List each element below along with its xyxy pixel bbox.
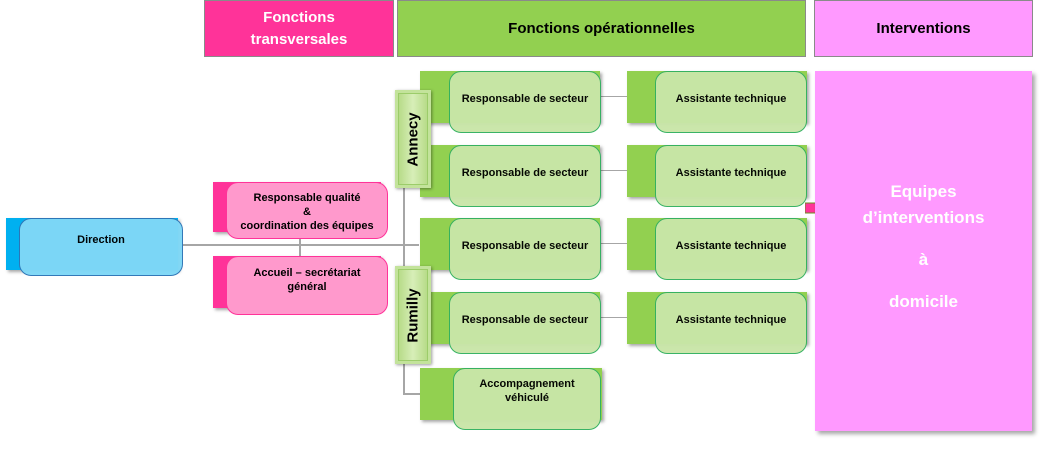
sector-manager-box-4[interactable]: Responsable de secteur — [449, 292, 601, 354]
vehicle-escort-box[interactable]: Accompagnement véhiculé — [453, 368, 601, 430]
vehicle-escort-text: Accompagnement véhiculé — [479, 377, 574, 429]
header-interventions-label: Interventions — [876, 19, 971, 37]
quality-coordination-box[interactable]: Responsable qualité & coordination des é… — [226, 182, 388, 239]
quality-line-1: Responsable qualité — [253, 192, 361, 204]
transport-line-1: Accompagnement — [479, 378, 575, 390]
connector-row-2 — [600, 170, 630, 171]
sector-manager-box-3[interactable]: Responsable de secteur — [449, 218, 601, 280]
quality-line-2: & — [303, 206, 311, 218]
reception-line-1: Accueil – secrétariat — [253, 267, 361, 279]
sector-manager-label: Responsable de secteur — [461, 314, 589, 326]
technical-assistant-box-1[interactable]: Assistante technique — [655, 71, 807, 133]
direction-box[interactable]: Direction — [19, 218, 183, 276]
technical-assistant-box-3[interactable]: Assistante technique — [655, 218, 807, 280]
technical-assistant-label: Assistante technique — [675, 167, 787, 179]
sector-manager-label: Responsable de secteur — [461, 240, 589, 252]
quality-line-3: coordination des équipes — [240, 220, 374, 232]
transport-line-2: véhiculé — [504, 392, 549, 404]
connector-direction-main — [183, 244, 419, 246]
reception-line-2: général — [287, 281, 327, 293]
connector-row-1 — [600, 96, 630, 97]
direction-label: Direction — [77, 234, 125, 246]
connector-row-4 — [600, 317, 630, 318]
interventions-line-3: à — [918, 250, 929, 269]
quality-coordination-text: Responsable qualité & coordination des é… — [240, 191, 373, 238]
header-transversal-functions: Fonctions transversales — [204, 0, 394, 57]
connector-transport — [403, 393, 421, 395]
technical-assistant-box-4[interactable]: Assistante technique — [655, 292, 807, 354]
connector-transversal-vertical — [299, 238, 301, 258]
header-operational-label: Fonctions opérationnelles — [508, 19, 695, 37]
sector-manager-label: Responsable de secteur — [461, 167, 589, 179]
interventions-line-2: d’interventions — [862, 208, 985, 227]
technical-assistant-label: Assistante technique — [675, 240, 787, 252]
technical-assistant-label: Assistante technique — [675, 93, 787, 105]
sector-manager-box-1[interactable]: Responsable de secteur — [449, 71, 601, 133]
header-interventions: Interventions — [814, 0, 1033, 57]
reception-secretariat-box[interactable]: Accueil – secrétariat général — [226, 256, 388, 315]
interventions-line-4: domicile — [889, 292, 958, 311]
site-label-rumilly: Rumilly — [395, 266, 431, 364]
site-name-annecy: Annecy — [404, 111, 422, 167]
technical-assistant-label: Assistante technique — [675, 314, 787, 326]
technical-assistant-box-2[interactable]: Assistante technique — [655, 145, 807, 207]
site-name-rumilly: Rumilly — [404, 287, 422, 343]
sector-manager-label: Responsable de secteur — [461, 93, 589, 105]
header-operational-functions: Fonctions opérationnelles — [397, 0, 806, 57]
sector-manager-box-2[interactable]: Responsable de secteur — [449, 145, 601, 207]
home-intervention-teams-box[interactable]: Equipes d’interventions à domicile — [815, 71, 1032, 431]
interventions-line-1: Equipes — [890, 182, 957, 201]
site-label-annecy: Annecy — [395, 90, 431, 188]
connector-row-3 — [600, 243, 630, 244]
header-transversal-label: Fonctions transversales — [250, 8, 348, 48]
reception-secretariat-text: Accueil – secrétariat général — [253, 266, 360, 314]
